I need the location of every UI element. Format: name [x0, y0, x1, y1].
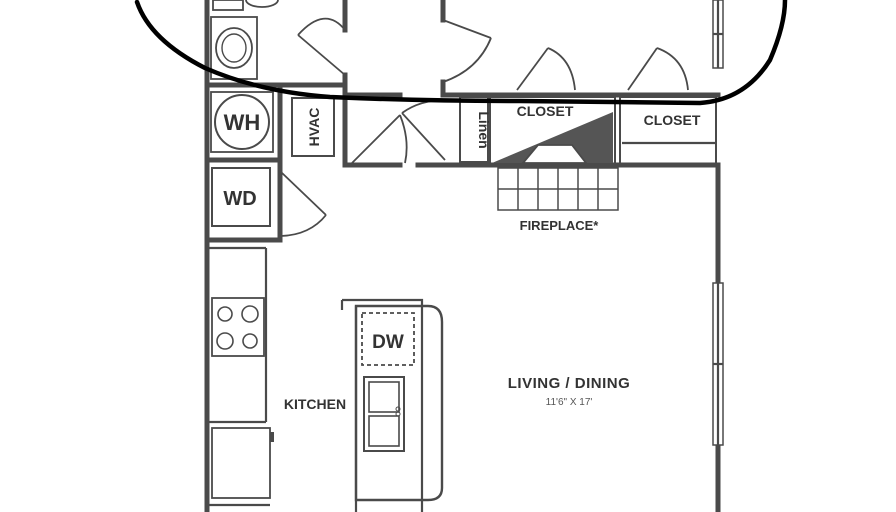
- refrigerator: [207, 427, 274, 507]
- washer-dryer: WD: [211, 167, 271, 227]
- fireplace-hearth: [492, 112, 613, 163]
- linen-closet: Linen: [459, 96, 492, 163]
- wh-label: WH: [224, 110, 261, 135]
- bathroom-door: [297, 17, 346, 76]
- linen-label: Linen: [476, 111, 492, 148]
- closet-right: CLOSET: [619, 96, 717, 166]
- hvac-unit: HVAC: [291, 97, 335, 157]
- water-heater: WH: [210, 91, 274, 153]
- kitchen-sink: [363, 376, 405, 452]
- wd-label: WD: [223, 188, 256, 210]
- kitchen-counter: [207, 246, 268, 424]
- dishwasher: DW: [361, 312, 415, 366]
- hall-door: [351, 99, 446, 164]
- fireplace-box: [521, 144, 588, 164]
- toilet: [212, 0, 279, 11]
- bedroom-door: [442, 19, 492, 83]
- kitchen-label: KITCHEN: [284, 396, 346, 412]
- right-window: [712, 282, 724, 446]
- top-right-window: [712, 0, 724, 69]
- living-dining-label: LIVING / DINING: [508, 375, 631, 392]
- closet-left-label: CLOSET: [517, 103, 574, 119]
- utility-door: [280, 171, 327, 237]
- kitchen-island: [340, 298, 444, 512]
- closet-door-right: [627, 47, 689, 91]
- closet-left: CLOSET: [489, 96, 616, 166]
- stove: [211, 297, 265, 357]
- dw-label: DW: [372, 332, 404, 353]
- living-dining-dimensions: 11'6" X 17': [546, 397, 593, 408]
- closet-door-left: [516, 47, 576, 91]
- bathroom-sink: [210, 16, 258, 80]
- fireplace-label: FIREPLACE*: [520, 218, 600, 233]
- hvac-label: HVAC: [306, 108, 322, 147]
- closet-right-label: CLOSET: [644, 112, 701, 128]
- fireplace-tiles: [497, 167, 619, 211]
- hand-drawn-outline: [134, 0, 788, 106]
